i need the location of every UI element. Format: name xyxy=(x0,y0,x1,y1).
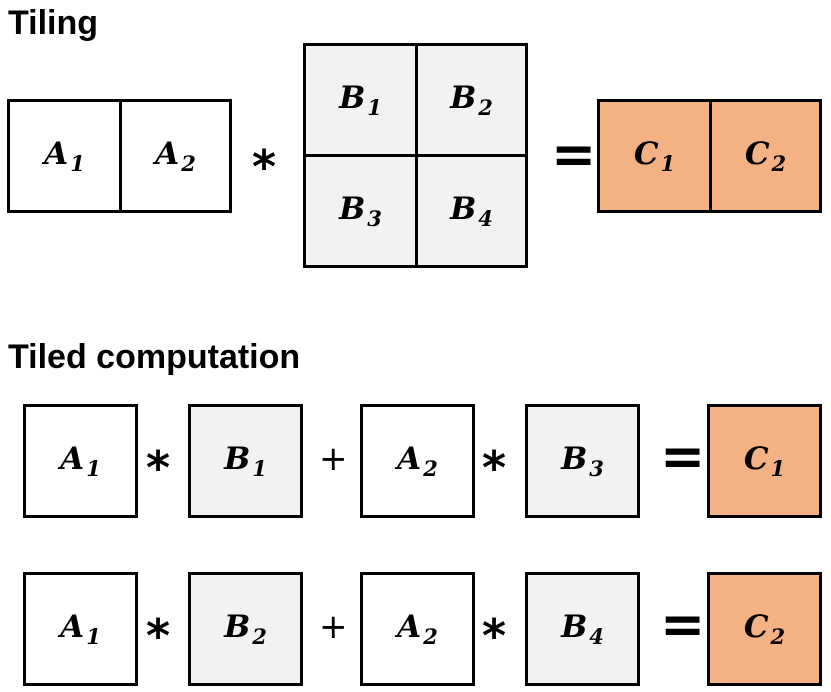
times-operator: * xyxy=(482,441,507,495)
tile-c2: C2 xyxy=(707,572,822,686)
tile-b1: B1 xyxy=(188,404,303,518)
times-operator: * xyxy=(252,140,277,194)
tile-b2: B2 xyxy=(188,572,303,686)
tile-b2: B2 xyxy=(415,43,528,157)
tile-label-b1: B1 xyxy=(224,441,267,481)
tile-a2: A2 xyxy=(119,99,232,213)
tile-label-c2: C2 xyxy=(743,609,786,649)
tile-a1: A1 xyxy=(7,99,122,213)
tile-a1: A1 xyxy=(23,404,138,518)
heading-tiling: Tiling xyxy=(8,4,99,42)
tile-c1: C1 xyxy=(597,99,712,213)
tile-label-a1: A1 xyxy=(60,441,101,481)
times-operator: * xyxy=(146,441,171,495)
plus-operator: + xyxy=(319,439,348,479)
tile-label-b3: B3 xyxy=(561,441,604,481)
times-operator: * xyxy=(146,609,171,663)
tile-label-a2: A2 xyxy=(397,441,438,481)
tile-label-a2: A2 xyxy=(155,136,196,176)
heading-tiled-computation: Tiled computation xyxy=(8,338,301,376)
tile-a1: A1 xyxy=(23,572,138,686)
tile-label-b1: B1 xyxy=(339,80,382,120)
tile-b3: B3 xyxy=(303,154,418,268)
tile-b4: B4 xyxy=(415,154,528,268)
tile-label-a1: A1 xyxy=(44,136,85,176)
tile-label-c1: C1 xyxy=(743,441,786,481)
equals-operator: = xyxy=(660,425,706,488)
tile-b3: B3 xyxy=(525,404,640,518)
tile-a2: A2 xyxy=(360,572,475,686)
times-operator: * xyxy=(482,609,507,663)
tile-label-b2: B2 xyxy=(450,80,493,120)
tile-c2: C2 xyxy=(709,99,822,213)
tile-label-a1: A1 xyxy=(60,609,101,649)
plus-operator: + xyxy=(319,607,348,647)
equals-operator: = xyxy=(551,123,597,186)
tile-label-b4: B4 xyxy=(561,609,604,649)
tile-b1: B1 xyxy=(303,43,418,157)
tile-label-b3: B3 xyxy=(339,191,382,231)
tile-b4: B4 xyxy=(525,572,640,686)
tile-a2: A2 xyxy=(360,404,475,518)
equals-operator: = xyxy=(660,593,706,656)
tile-label-b4: B4 xyxy=(450,191,493,231)
tile-label-b2: B2 xyxy=(224,609,267,649)
tile-c1: C1 xyxy=(707,404,822,518)
tile-label-c2: C2 xyxy=(744,136,787,176)
tile-label-a2: A2 xyxy=(397,609,438,649)
tile-label-c1: C1 xyxy=(633,136,676,176)
